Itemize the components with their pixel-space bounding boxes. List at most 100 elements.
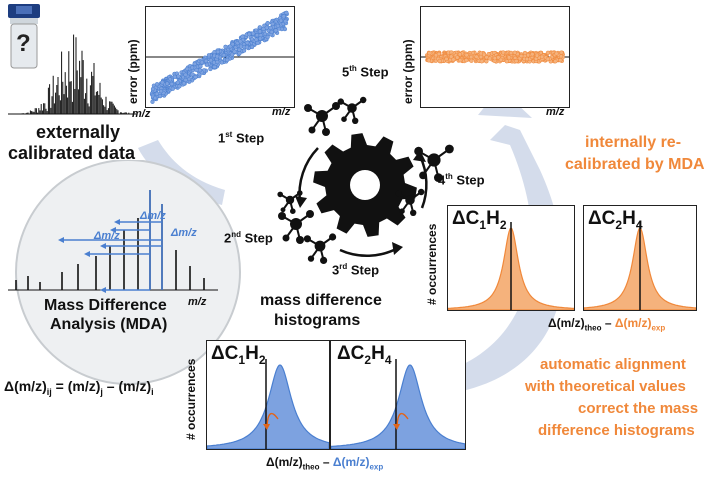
automatic-line3: correct the mass [578, 400, 699, 417]
uncalibrated-error-scatter [146, 10, 294, 104]
molecule-icon [337, 96, 367, 125]
error-point [273, 28, 278, 33]
automatic-line2: with theoretical values [525, 378, 686, 395]
error-point [269, 29, 274, 35]
error-point [539, 54, 545, 59]
error-point [530, 52, 535, 57]
calibrated-data-label: calibrated data [8, 143, 136, 163]
error-point [451, 57, 456, 62]
external-spectrum [8, 34, 136, 115]
vial-icon [8, 4, 40, 69]
error-point [204, 62, 210, 67]
error-point [283, 19, 288, 24]
right-flow-arrow [440, 125, 564, 395]
error-point [506, 55, 512, 60]
cycle-arrow-icon [298, 147, 319, 203]
error-point [522, 50, 528, 56]
error-point [501, 50, 506, 55]
error-point [160, 80, 165, 85]
error-point [154, 82, 160, 87]
molecule-icon [395, 188, 425, 216]
error-point [464, 58, 469, 63]
error-point [183, 72, 188, 77]
internally-line2: calibrated by MDA [565, 156, 705, 173]
gear-icon [313, 133, 417, 237]
orange-hist-ylabel: # occurrences [425, 223, 439, 305]
error-point [457, 52, 463, 57]
error-point [514, 58, 519, 64]
error-point [192, 61, 197, 67]
histograms-title-line1: mass difference [260, 292, 382, 309]
error-point [190, 72, 195, 77]
error-point [479, 59, 484, 64]
error-point [524, 56, 530, 62]
error-point [519, 53, 524, 59]
blue-hist-c2h4-title: ΔC2H4 [337, 343, 392, 367]
cycle-diagram [295, 133, 428, 257]
top-right-error-plot [420, 6, 570, 108]
mda-title-line2: Analysis (MDA) [50, 316, 168, 333]
error-point [238, 44, 244, 49]
error-point [238, 39, 243, 44]
step-5-label: 5th Step [342, 64, 389, 80]
error-point [554, 51, 559, 56]
error-point [208, 58, 213, 63]
error-point [545, 50, 551, 55]
mda-magnifier [8, 160, 241, 385]
error-point [199, 60, 205, 65]
error-point [469, 58, 474, 63]
histogram-distribution [331, 364, 465, 449]
blue-hist-c2h4 [330, 340, 466, 450]
error-point [449, 54, 454, 59]
error-point [215, 54, 220, 59]
internally-line1: internally re- [585, 134, 682, 151]
error-point [268, 25, 273, 31]
histograms-title-line2: histograms [274, 312, 361, 329]
mda-delta-label-2: Δm/z [171, 227, 197, 239]
error-point [545, 56, 550, 62]
error-point [177, 84, 182, 89]
molecule-icon [303, 233, 337, 264]
error-point [185, 66, 190, 71]
error-point [150, 99, 155, 104]
mda-delta-label-3: Δm/z [94, 230, 120, 242]
shift-arrow [396, 412, 409, 428]
error-point [470, 50, 476, 56]
orange-hist-c2h4-title: ΔC2H4 [588, 208, 643, 232]
error-point [221, 53, 226, 58]
error-point [153, 95, 158, 101]
error-point [197, 68, 203, 73]
automatic-line4: difference histograms [538, 422, 695, 439]
error-point [281, 14, 286, 19]
error-point [158, 89, 164, 94]
error-point [247, 32, 252, 37]
step-4-label: 4th Step [438, 172, 485, 188]
externally-label: externally [36, 122, 121, 142]
molecule-icon [278, 210, 314, 244]
error-point [553, 59, 558, 64]
orange-hist-c1h2 [447, 205, 575, 311]
error-point [206, 53, 212, 58]
error-point [437, 58, 442, 64]
error-point [258, 36, 263, 41]
error-point [219, 60, 224, 65]
automatic-line1: automatic alignment [540, 356, 686, 373]
error-point [230, 52, 235, 57]
error-point [444, 56, 449, 62]
step-1-label: 1st Step [218, 130, 265, 146]
error-point [154, 91, 160, 97]
error-point [193, 74, 198, 80]
error-point [255, 40, 260, 46]
error-point [169, 81, 174, 87]
vial-question-mark: ? [16, 30, 31, 57]
orange-hist-c1h2-title: ΔC1H2 [452, 208, 507, 232]
recalibrated-error-scatter [421, 50, 569, 64]
error-point [150, 86, 156, 92]
error-point [436, 51, 442, 57]
molecule-icon [304, 102, 340, 136]
error-point [225, 57, 230, 63]
step-2-label: 2nd Step [224, 230, 273, 246]
error-point [257, 25, 263, 30]
